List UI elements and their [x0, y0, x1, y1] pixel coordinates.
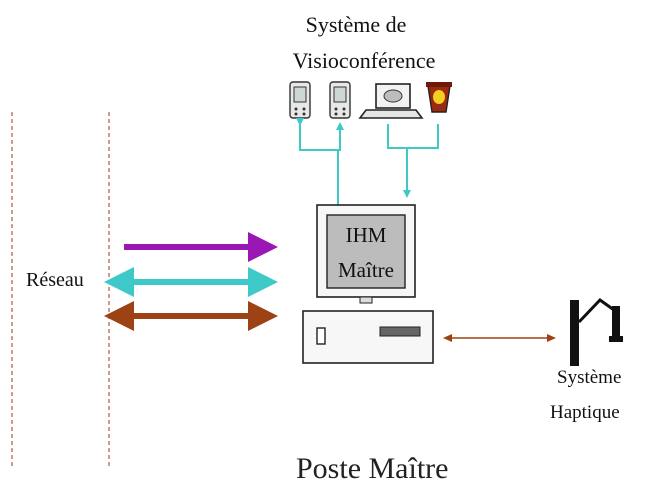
monitor-label-line2: Maître [338, 258, 394, 282]
webcam-icon [426, 82, 452, 113]
diagram-title: Poste Maître [296, 452, 449, 485]
laptop-icon [358, 83, 424, 119]
haptic-system-label-line2: Haptique [550, 402, 620, 423]
haptic-arm-icon [570, 298, 623, 366]
network-label: Réseau [26, 269, 84, 291]
pda-icon [289, 81, 311, 119]
computer-case-icon [302, 310, 434, 364]
visio-system-label-line2: Visioconférence [292, 48, 436, 73]
monitor-label-line1: IHM [345, 223, 387, 247]
pda-icon [329, 81, 351, 119]
visio-system-label-line1: Système de [305, 12, 407, 37]
visio-connector-left [296, 118, 344, 205]
haptic-system-label-line1: Système [557, 367, 622, 388]
computer-monitor-icon [316, 204, 416, 304]
visio-connector-right [387, 124, 439, 198]
